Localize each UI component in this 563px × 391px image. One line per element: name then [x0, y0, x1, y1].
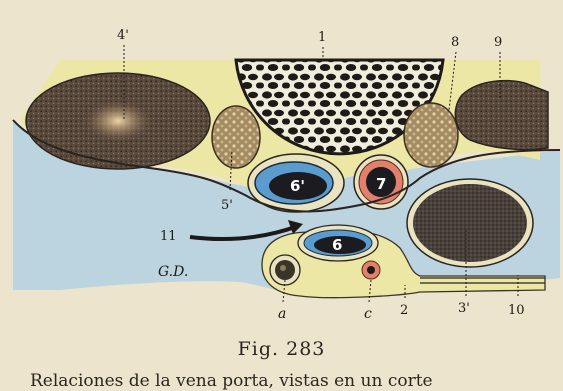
label-6: 6	[332, 236, 342, 254]
label-3prime: 3'	[458, 301, 470, 316]
body-text: Relaciones de la vena porta, vistas en u…	[30, 371, 563, 391]
adrenal-5prime	[212, 106, 260, 168]
kidney-9	[455, 81, 548, 150]
label-a: a	[278, 306, 286, 322]
label-1: 1	[318, 30, 326, 45]
label-8: 8	[451, 35, 459, 50]
label-6prime: 6'	[290, 177, 305, 195]
label-2: 2	[400, 303, 408, 318]
label-11: 11	[160, 229, 177, 244]
figure-caption: Fig. 283	[0, 338, 563, 360]
label-7: 7	[376, 175, 386, 193]
label-gd: G.D.	[158, 264, 188, 280]
adrenal-8	[404, 103, 458, 167]
label-5prime: 5'	[221, 198, 233, 213]
label-9: 9	[494, 35, 502, 50]
label-4prime: 4'	[117, 28, 129, 43]
label-c: c	[364, 306, 372, 322]
label-10: 10	[508, 303, 525, 318]
